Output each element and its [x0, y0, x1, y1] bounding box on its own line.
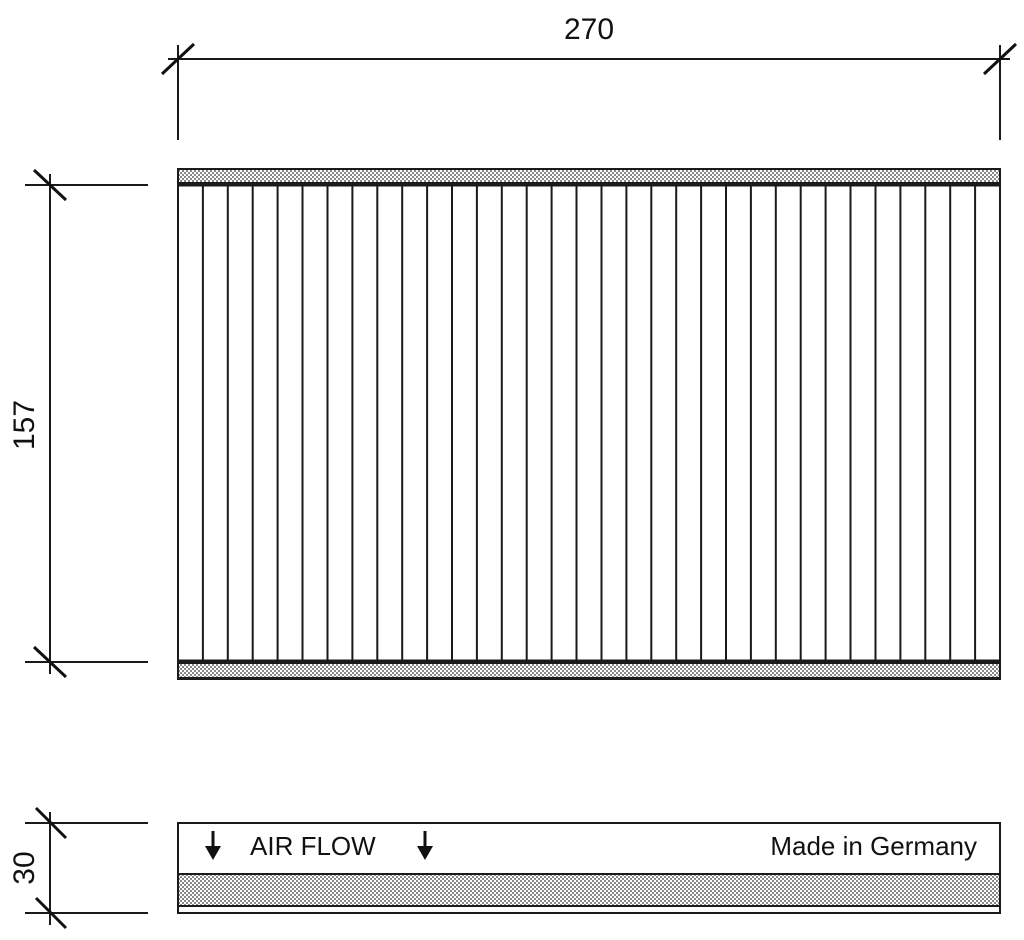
depth-tick-top [34, 806, 68, 840]
depth-tick-bottom [34, 896, 68, 930]
width-value: 270 [564, 13, 614, 46]
depth-value: 30 [8, 851, 41, 884]
height-tick-top [32, 168, 68, 202]
origin-label: Made in Germany [770, 831, 977, 861]
width-dimension: 270 [160, 13, 1018, 140]
side-view-frame [177, 822, 1001, 914]
depth-dimension: 30 [8, 806, 148, 930]
filter-pleats [201, 185, 977, 661]
filter-bottom-seal [177, 662, 1001, 679]
side-view-media [177, 873, 1001, 907]
filter-top-seal [177, 168, 1001, 184]
height-tick-bottom [32, 645, 68, 679]
filter-front-view [177, 168, 1001, 680]
height-dimension: 157 [8, 168, 148, 679]
width-tick-left [160, 42, 196, 76]
filter-side-view: AIR FLOW Made in Germany [177, 822, 1001, 914]
width-tick-right [982, 42, 1018, 76]
filter-frame [177, 168, 1001, 680]
down-arrow-icon [417, 831, 433, 860]
height-value: 157 [8, 400, 41, 450]
down-arrow-icon [205, 831, 221, 860]
airflow-label: AIR FLOW [250, 831, 376, 861]
